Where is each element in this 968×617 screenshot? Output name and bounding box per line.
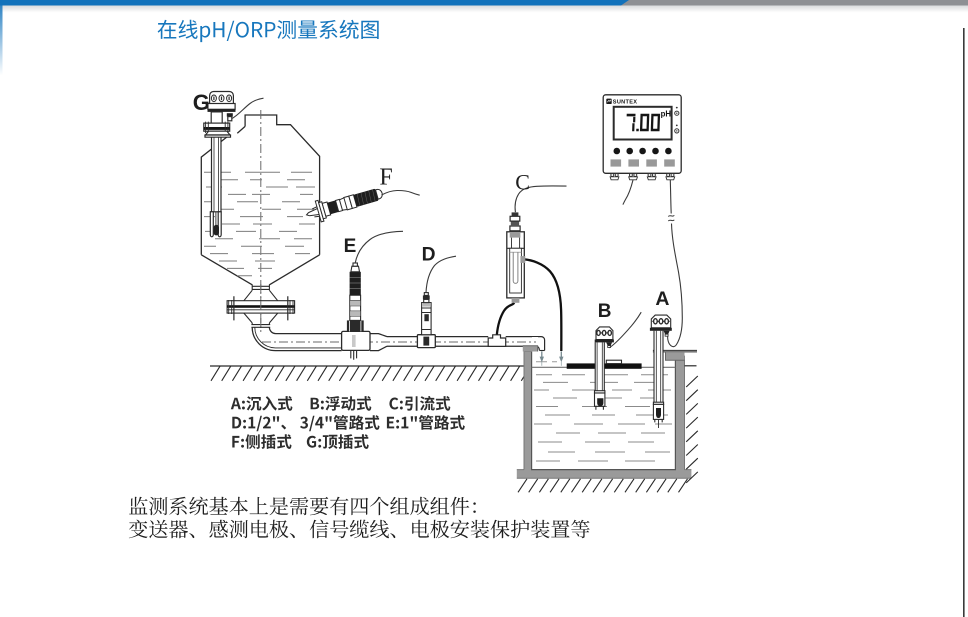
svg-text:A: A <box>655 288 669 310</box>
svg-text:D: D <box>422 244 436 265</box>
svg-text:B: B <box>598 301 612 322</box>
svg-text:F: F <box>379 164 392 190</box>
svg-text:E: E <box>344 236 357 257</box>
svg-text:pH: pH <box>661 109 672 118</box>
svg-text:C: C <box>515 170 530 195</box>
svg-text:G: G <box>193 90 210 115</box>
svg-text:SUNTEX: SUNTEX <box>613 100 638 106</box>
